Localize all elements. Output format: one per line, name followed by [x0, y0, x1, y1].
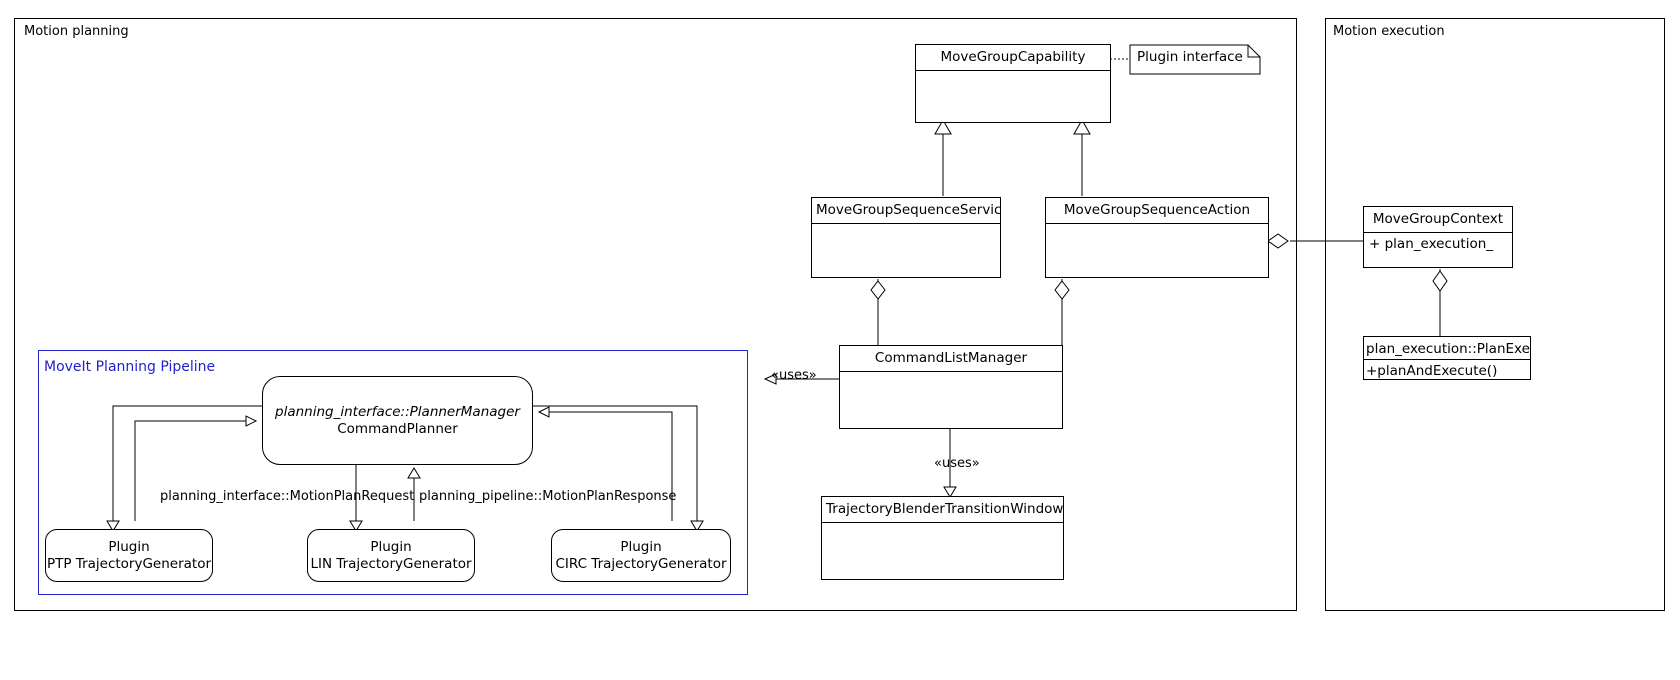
- component-plugin-lin-kind: Plugin: [370, 538, 412, 555]
- class-separator: [812, 223, 1000, 224]
- component-plugin-ptp[interactable]: Plugin PTP TrajectoryGenerator: [45, 529, 213, 582]
- component-plugin-circ-kind: Plugin: [620, 538, 662, 555]
- class-move-group-capability-attributes: [916, 71, 1110, 122]
- component-plugin-lin-name: LIN TrajectoryGenerator: [310, 555, 472, 572]
- class-separator: [1364, 359, 1530, 360]
- class-separator: [840, 371, 1062, 372]
- class-separator: [822, 522, 1063, 523]
- class-trajectory-blender-transition-window[interactable]: TrajectoryBlenderTransitionWindow: [821, 496, 1064, 580]
- edge-label-motion-plan-response: planning_pipeline::MotionPlanResponse: [419, 489, 677, 504]
- component-command-planner[interactable]: planning_interface::PlannerManager Comma…: [262, 376, 533, 465]
- class-move-group-sequence-service-attributes: [812, 224, 1000, 277]
- class-command-list-manager-name: CommandListManager: [874, 350, 1028, 366]
- class-move-group-sequence-service[interactable]: MoveGroupSequenceService: [811, 197, 1001, 278]
- class-trajectory-blender-transition-window-name: TrajectoryBlenderTransitionWindow: [826, 501, 1063, 517]
- class-command-list-manager-attributes: [840, 372, 1062, 428]
- class-separator: [1364, 232, 1512, 233]
- package-motion-execution: [1325, 18, 1665, 611]
- component-plugin-circ[interactable]: Plugin CIRC TrajectoryGenerator: [551, 529, 731, 582]
- package-motion-execution-label: Motion execution: [1333, 24, 1445, 39]
- component-plugin-lin[interactable]: Plugin LIN TrajectoryGenerator: [307, 529, 475, 582]
- class-separator: [1046, 223, 1268, 224]
- class-plan-execution[interactable]: plan_execution::PlanExecution +planAndEx…: [1363, 336, 1531, 380]
- class-move-group-sequence-action-attributes: [1046, 224, 1268, 277]
- edge-label-uses-blender: «uses»: [934, 456, 980, 471]
- class-move-group-sequence-action[interactable]: MoveGroupSequenceAction: [1045, 197, 1269, 278]
- plugin-interface-note-text: Plugin interface: [1137, 49, 1243, 65]
- class-move-group-sequence-action-name: MoveGroupSequenceAction: [1063, 202, 1251, 218]
- class-move-group-capability-name: MoveGroupCapability: [940, 49, 1086, 65]
- class-command-list-manager[interactable]: CommandListManager: [839, 345, 1063, 429]
- class-plan-execution-name: plan_execution::PlanExecution: [1366, 341, 1530, 357]
- plugin-interface-note: Plugin interface: [1130, 45, 1260, 74]
- class-separator: [916, 70, 1110, 71]
- package-motion-planning-label: Motion planning: [24, 24, 129, 39]
- edge-label-uses-planner: «uses»: [771, 368, 817, 383]
- component-command-planner-stereotype: planning_interface::PlannerManager: [275, 403, 520, 420]
- component-plugin-circ-name: CIRC TrajectoryGenerator: [555, 555, 727, 572]
- class-move-group-context-name: MoveGroupContext: [1372, 211, 1504, 227]
- class-trajectory-blender-attributes: [822, 523, 1063, 579]
- edge-label-motion-plan-request: planning_interface::MotionPlanRequest: [160, 489, 415, 504]
- package-motion-planning: [14, 18, 1297, 611]
- class-move-group-capability[interactable]: MoveGroupCapability: [915, 44, 1111, 123]
- class-move-group-sequence-service-name: MoveGroupSequenceService: [816, 202, 1000, 218]
- class-move-group-context-attributes: + plan_execution_: [1369, 236, 1494, 252]
- component-plugin-ptp-name: PTP TrajectoryGenerator: [46, 555, 212, 572]
- component-command-planner-name: CommandPlanner: [337, 420, 458, 437]
- package-moveit-planning-pipeline-label: MoveIt Planning Pipeline: [44, 359, 216, 375]
- class-move-group-context[interactable]: MoveGroupContext + plan_execution_: [1363, 206, 1513, 268]
- package-moveit-planning-pipeline: [38, 350, 748, 595]
- class-plan-execution-operations: +planAndExecute(): [1366, 363, 1498, 379]
- component-plugin-ptp-kind: Plugin: [108, 538, 150, 555]
